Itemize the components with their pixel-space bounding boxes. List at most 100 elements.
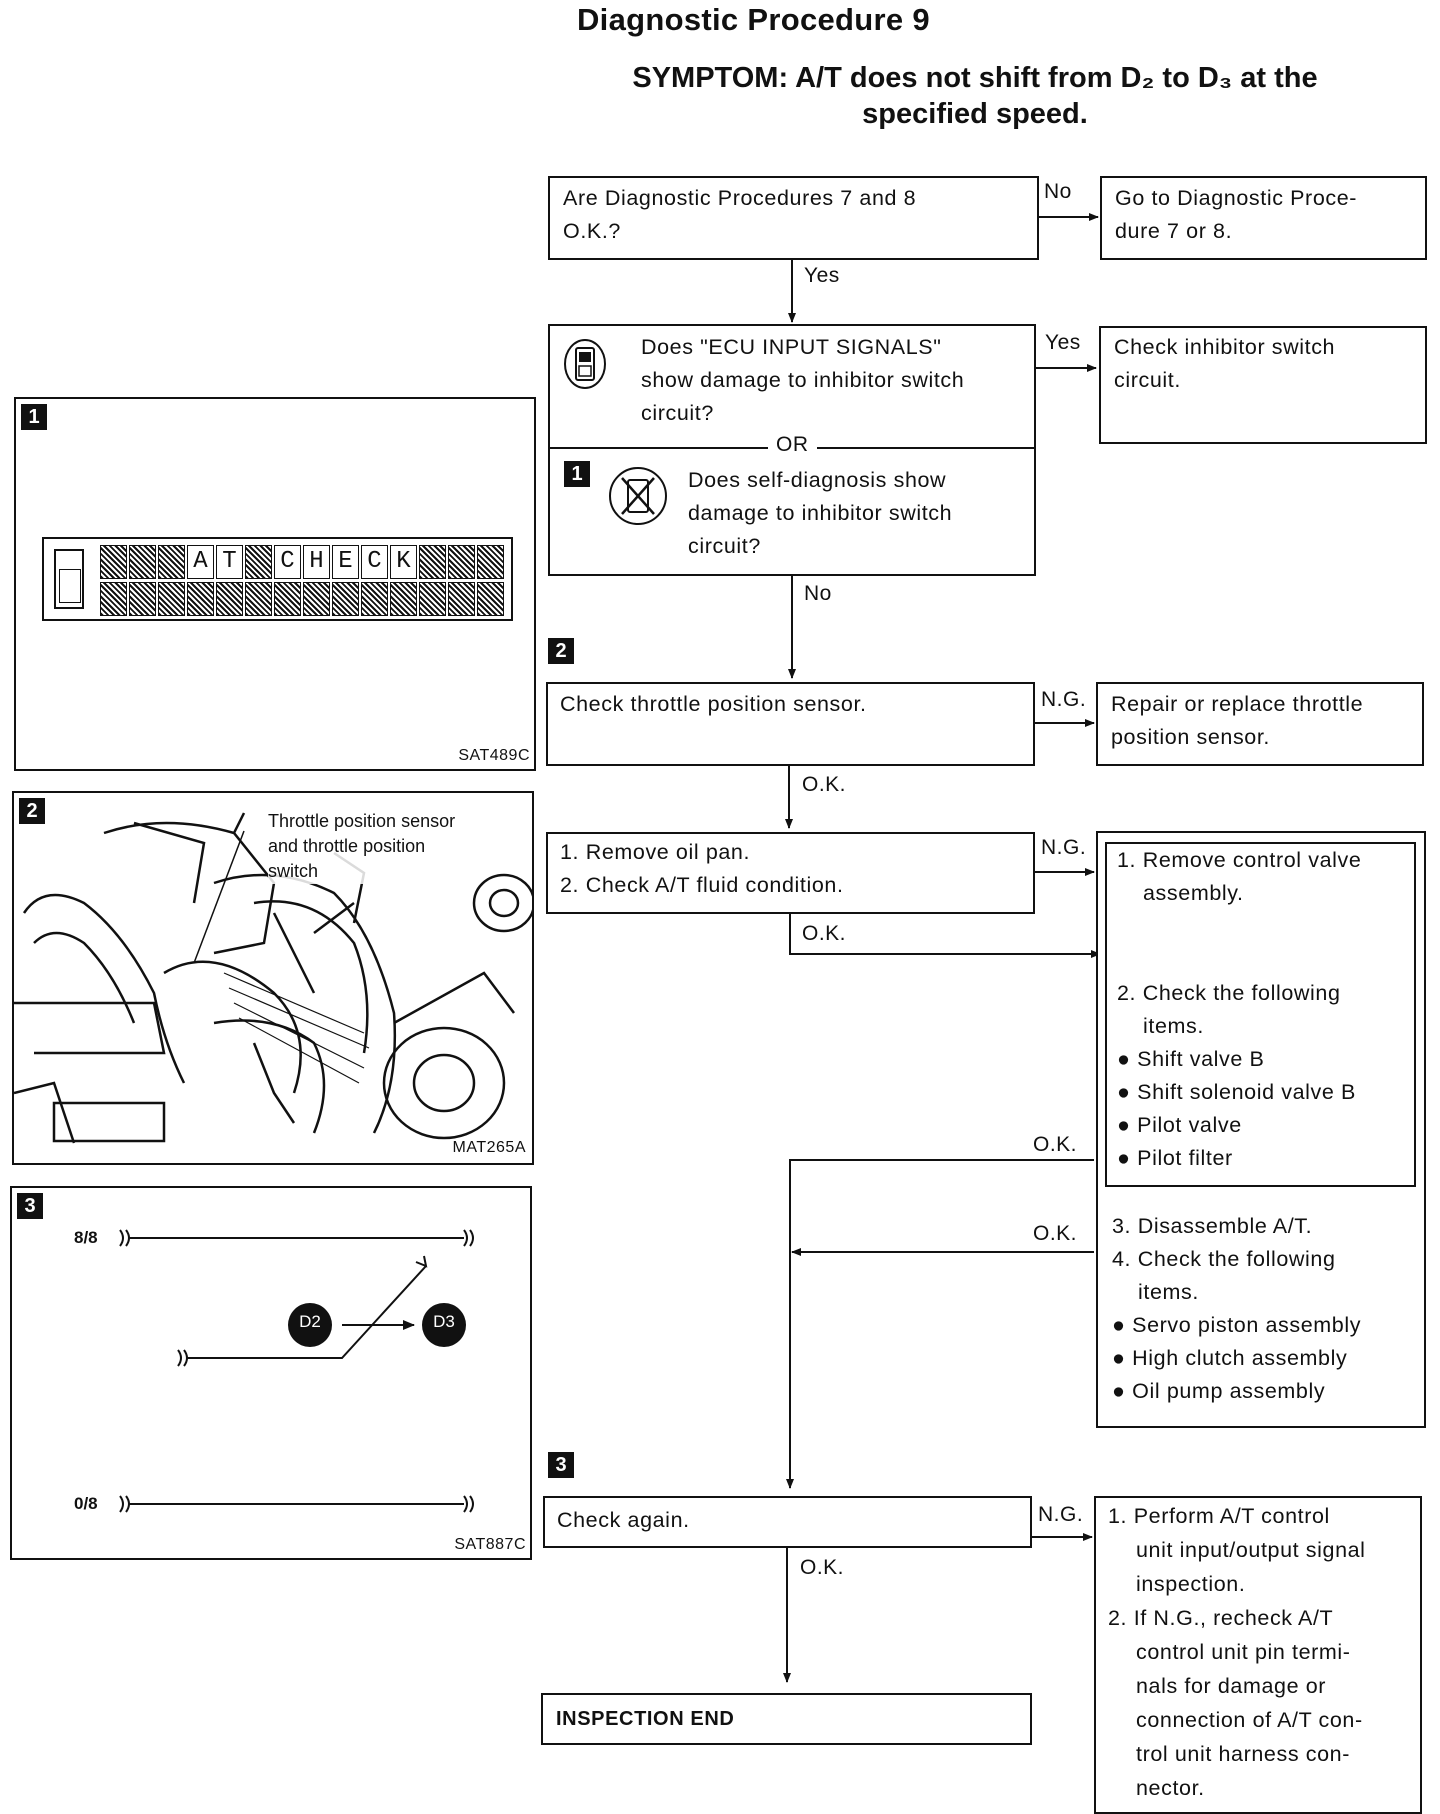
q2-yes-action-box: Check inhibitor switch circuit. — [1099, 326, 1427, 444]
inspection-end-text: INSPECTION END — [556, 1708, 735, 1730]
q1-box: Are Diagnostic Procedures 7 and 8 O.K.? — [548, 176, 1039, 260]
s4-text-1: 1. Remove oil pan. — [560, 840, 751, 864]
at-bullet-2: ● High clutch assembly — [1112, 1346, 1348, 1370]
at-item-4b: items. — [1138, 1280, 1199, 1304]
q1-text-1: Are Diagnostic Procedures 7 and 8 — [563, 186, 917, 210]
arrow-s4-ok — [789, 913, 1101, 958]
q1-no-action-1: Go to Diagnostic Proce- — [1115, 186, 1358, 210]
s4-text-2: 2. Check A/T fluid condition. — [560, 873, 844, 897]
gear-d2-label: D2 — [299, 1312, 321, 1331]
q2-text-1: Does "ECU INPUT SIGNALS" — [641, 335, 942, 359]
q1-no-label: No — [1044, 180, 1072, 203]
gear-d3-icon — [422, 1303, 466, 1347]
panel-2: 2 Throttle position sensor and throttle … — [12, 791, 534, 1165]
q2-yes-action-2: circuit. — [1114, 368, 1181, 392]
callout-line-1: Throttle position sensor — [268, 811, 456, 831]
line-cv-ok — [786, 1159, 1094, 1489]
s3-ng-action-box: Repair or replace throttle position sens… — [1096, 682, 1424, 766]
lcd-blank-cell — [390, 582, 417, 616]
panel-3-mark: 3 — [17, 1193, 43, 1219]
symptom-line-2: specified speed. — [862, 98, 1088, 130]
q2-text-2: show damage to inhibitor switch — [641, 368, 965, 392]
cv-item-1a: 1. Remove control valve — [1117, 848, 1362, 872]
at-ok-label: O.K. — [1033, 1222, 1078, 1245]
lcd-blank-cell — [216, 582, 243, 616]
lcd-row-2 — [100, 582, 504, 616]
sensor-callout: Throttle position sensor and throttle po… — [268, 809, 456, 884]
q2-yes-action-1: Check inhibitor switch — [1114, 335, 1336, 359]
at-bullet-1: ● Servo piston assembly — [1112, 1313, 1362, 1337]
q2-or-label: OR — [768, 433, 817, 457]
s3-ng-action-1: Repair or replace throttle — [1111, 692, 1364, 716]
lcd-blank-cell — [303, 582, 330, 616]
lcd-blank-cell — [245, 545, 272, 579]
cv-bullet-1: ● Shift valve B — [1117, 1047, 1265, 1071]
s5-ng-8: trol unit harness con- — [1136, 1742, 1350, 1766]
cv-ok-label: O.K. — [1033, 1133, 1078, 1156]
s5-ng-1: 1. Perform A/T control — [1108, 1504, 1330, 1528]
q2-yes-label: Yes — [1045, 331, 1081, 354]
panel-2-code: MAT265A — [452, 1139, 526, 1157]
lcd-char-cell: C — [361, 545, 388, 579]
s5-ng-9: nector. — [1136, 1776, 1205, 1800]
lcd-blank-cell — [477, 545, 504, 579]
s5-ng-7: connection of A/T con- — [1136, 1708, 1363, 1732]
s5-ng-4: 2. If N.G., recheck A/T — [1108, 1606, 1334, 1630]
y-axis-bottom-label: 0/8 — [74, 1494, 98, 1513]
s3-ng-label: N.G. — [1041, 688, 1087, 711]
cv-bullet-2: ● Shift solenoid valve B — [1117, 1080, 1356, 1104]
q1-no-action-box: Go to Diagnostic Proce- dure 7 or 8. — [1100, 176, 1427, 260]
s5-ok-label: O.K. — [800, 1556, 845, 1579]
lcd-blank-cell — [332, 582, 359, 616]
s3-box: Check throttle position sensor. — [546, 682, 1035, 766]
s4-ng-label: N.G. — [1041, 836, 1087, 859]
shift-diagram — [119, 1229, 474, 1513]
s3-ng-action-2: position sensor. — [1111, 725, 1270, 749]
q1-no-action-2: dure 7 or 8. — [1115, 219, 1233, 243]
inspection-end-box: INSPECTION END — [541, 1693, 1032, 1745]
lcd-blank-cell — [245, 582, 272, 616]
repair-outer-box: 1. Remove control valve assembly. 2. Che… — [1096, 831, 1426, 1428]
s5-ng-6: nals for damage or — [1136, 1674, 1327, 1698]
y-axis-top-label: 8/8 — [74, 1228, 98, 1247]
q1-yes-label: Yes — [804, 264, 840, 287]
cv-item-2b: items. — [1143, 1014, 1204, 1038]
panel-1-mark: 1 — [21, 404, 47, 430]
lcd-char-cell: A — [187, 545, 214, 579]
at-bullet-3: ● Oil pump assembly — [1112, 1379, 1326, 1403]
cv-item-2a: 2. Check the following — [1117, 981, 1341, 1005]
at-item-4a: 4. Check the following — [1112, 1247, 1336, 1271]
lcd-blank-cell — [187, 582, 214, 616]
at-item-3: 3. Disassemble A/T. — [1112, 1214, 1313, 1238]
lcd-blank-cell — [448, 582, 475, 616]
q2-no-label: No — [804, 582, 832, 605]
lcd-char-cell: C — [274, 545, 301, 579]
s5-ng-5: control unit pin termi- — [1136, 1640, 1351, 1664]
panel-3-code: SAT887C — [454, 1536, 526, 1553]
cv-bullet-4: ● Pilot filter — [1117, 1146, 1233, 1170]
step-mark-1: 1 — [564, 461, 590, 487]
lcd-cursor-icon — [54, 549, 84, 609]
lcd-blank-cell — [129, 582, 156, 616]
s5-ng-label: N.G. — [1038, 1503, 1084, 1526]
lcd-blank-cell — [100, 582, 127, 616]
control-valve-box: 1. Remove control valve assembly. 2. Che… — [1105, 842, 1416, 1187]
panel-1-code: SAT489C — [458, 747, 530, 764]
s5-text: Check again. — [557, 1508, 690, 1532]
lcd-blank-cell — [100, 545, 127, 579]
symptom-heading: SYMPTOM: A/T does not shift from D₂ to D… — [560, 60, 1390, 132]
step-mark-3: 3 — [548, 1452, 574, 1478]
lcd-char-cell: T — [216, 545, 243, 579]
callout-line-2: and throttle position — [268, 836, 426, 856]
panel-2-mark: 2 — [19, 798, 45, 824]
step-mark-2: 2 — [548, 638, 574, 664]
lcd-char-cell: K — [390, 545, 417, 579]
self-diagnosis-icon — [608, 466, 668, 526]
lcd-blank-cell — [419, 545, 446, 579]
cv-item-1b: assembly. — [1143, 881, 1244, 905]
gear-d3-label: D3 — [433, 1312, 455, 1331]
